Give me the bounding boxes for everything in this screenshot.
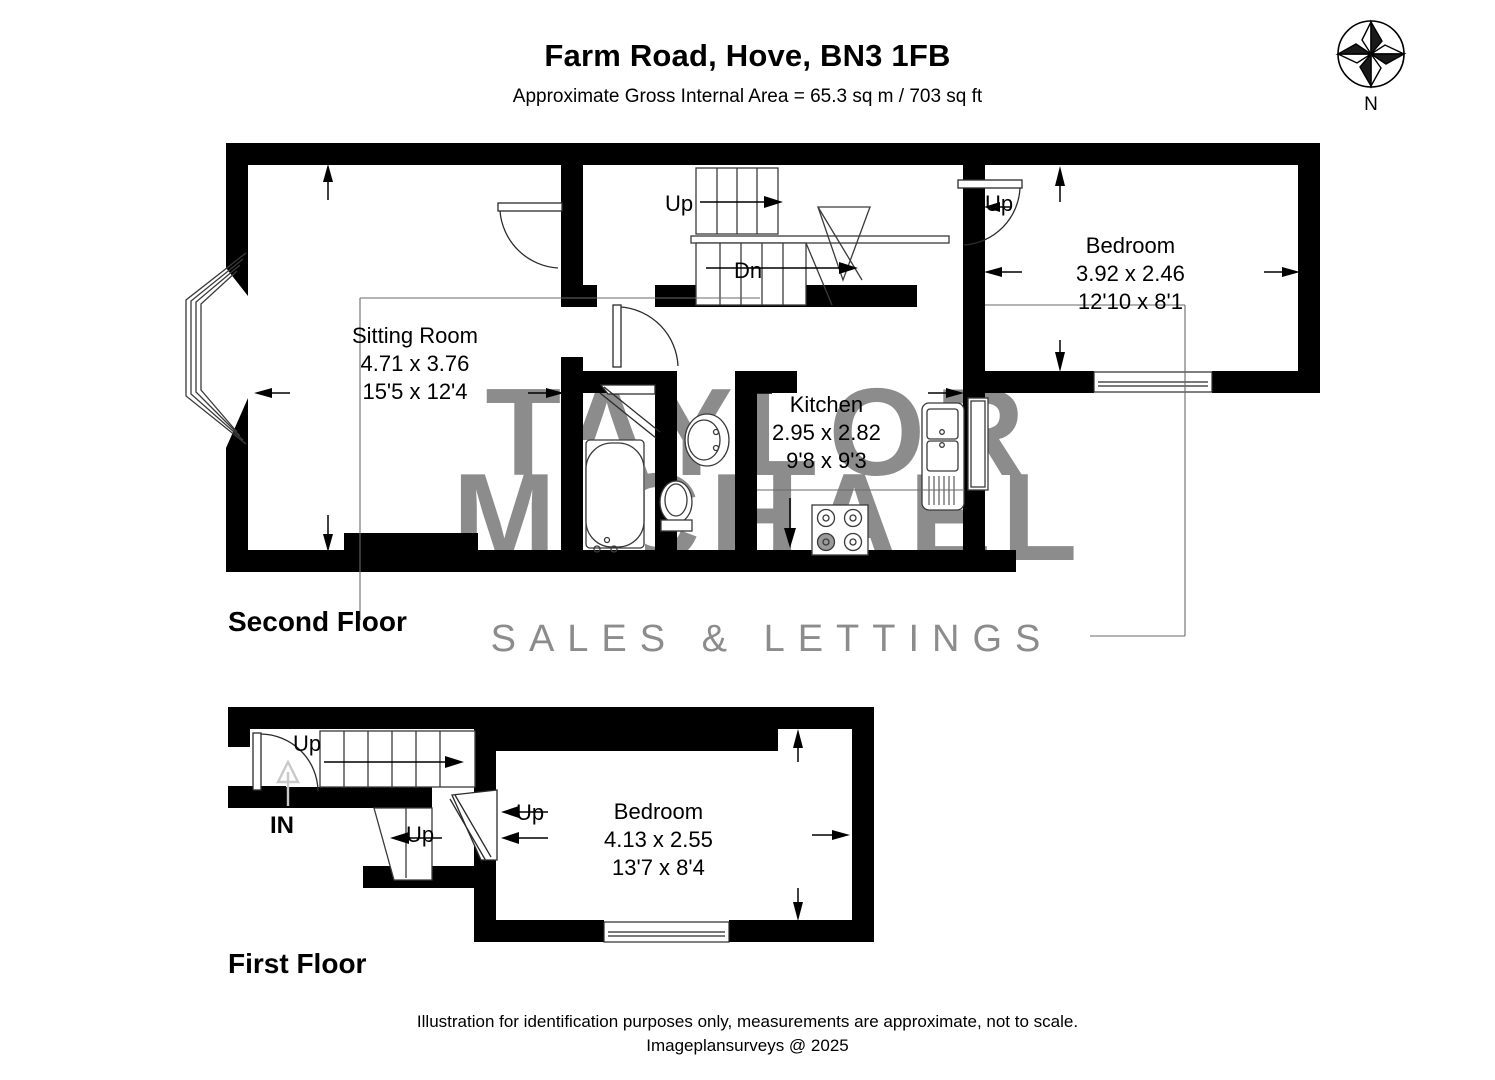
room-label-sitting-room: Sitting Room 4.71 x 3.76 15'5 x 12'4 <box>352 322 478 406</box>
door-bedroom-second-floor <box>957 179 1023 246</box>
room-imperial: 12'10 x 8'1 <box>1077 289 1183 314</box>
stair-up-label-first-floor-c: Up <box>516 800 545 825</box>
room-label-bedroom-first-floor: Bedroom 4.13 x 2.55 13'7 x 8'4 <box>604 798 713 882</box>
first-floor-walls <box>228 707 874 942</box>
stair-down-label-second-floor: Dn <box>734 258 763 283</box>
room-metric: 3.92 x 2.46 <box>1076 261 1185 286</box>
bedroom-window-second-floor <box>1093 371 1213 393</box>
entrance-in-label: IN <box>270 812 294 839</box>
bay-window <box>185 252 247 445</box>
stair-up-label-second-floor: Up <box>665 191 694 216</box>
door-bedroom-first-floor <box>449 789 498 862</box>
footer-disclaimer: Illustration for identification purposes… <box>416 1012 1079 1031</box>
staircase-first-floor <box>319 730 476 881</box>
door-bathroom <box>599 384 661 439</box>
compass-north-label: N <box>1364 94 1378 115</box>
kitchen-fixtures <box>811 397 989 556</box>
door-sitting-room <box>497 202 563 269</box>
footer-copyright: Imageplansurveys @ 2025 <box>646 1036 849 1055</box>
dimension-arrows <box>254 164 1300 552</box>
room-imperial: 15'5 x 12'4 <box>362 379 468 404</box>
floor-label-first: First Floor <box>228 948 367 979</box>
dimension-leaders <box>359 297 1186 637</box>
floor-label-second: Second Floor <box>228 606 407 637</box>
room-name: Bedroom <box>1085 233 1176 258</box>
room-name: Kitchen <box>789 392 864 417</box>
room-metric: 4.71 x 3.76 <box>360 351 470 376</box>
gross-internal-area-subtitle: Approximate Gross Internal Area = 65.3 s… <box>512 86 983 107</box>
room-name: Bedroom <box>613 799 704 824</box>
bathroom-fixtures <box>583 413 730 553</box>
bedroom-window-first-floor <box>603 921 730 943</box>
compass-rose-icon <box>1335 19 1407 89</box>
room-metric: 4.13 x 2.55 <box>604 827 713 852</box>
second-floor-walls <box>226 143 1320 572</box>
room-metric: 2.95 x 2.82 <box>772 420 881 445</box>
room-imperial: 9'8 x 9'3 <box>786 448 867 473</box>
room-label-bedroom-second-floor: Bedroom 3.92 x 2.46 12'10 x 8'1 <box>1076 232 1185 316</box>
compass-rose: N <box>1327 16 1437 121</box>
stair-up-label-first-floor-b: Up <box>406 822 435 847</box>
door-kitchen-hall <box>612 304 679 368</box>
stair-up-label-bedroom-second-floor: Up <box>985 191 1014 216</box>
room-imperial: 13'7 x 8'4 <box>612 855 705 880</box>
stair-up-label-first-floor-a: Up <box>293 731 322 756</box>
staircase-up <box>695 167 783 235</box>
entrance-door <box>252 732 319 792</box>
page-title: Farm Road, Hove, BN3 1FB <box>544 38 951 73</box>
room-label-kitchen: Kitchen 2.95 x 2.82 9'8 x 9'3 <box>772 391 881 475</box>
staircase-down <box>690 206 950 306</box>
dimension-arrows-first-floor <box>501 729 850 921</box>
entrance-in-arrow <box>276 759 300 806</box>
room-name: Sitting Room <box>352 323 478 348</box>
